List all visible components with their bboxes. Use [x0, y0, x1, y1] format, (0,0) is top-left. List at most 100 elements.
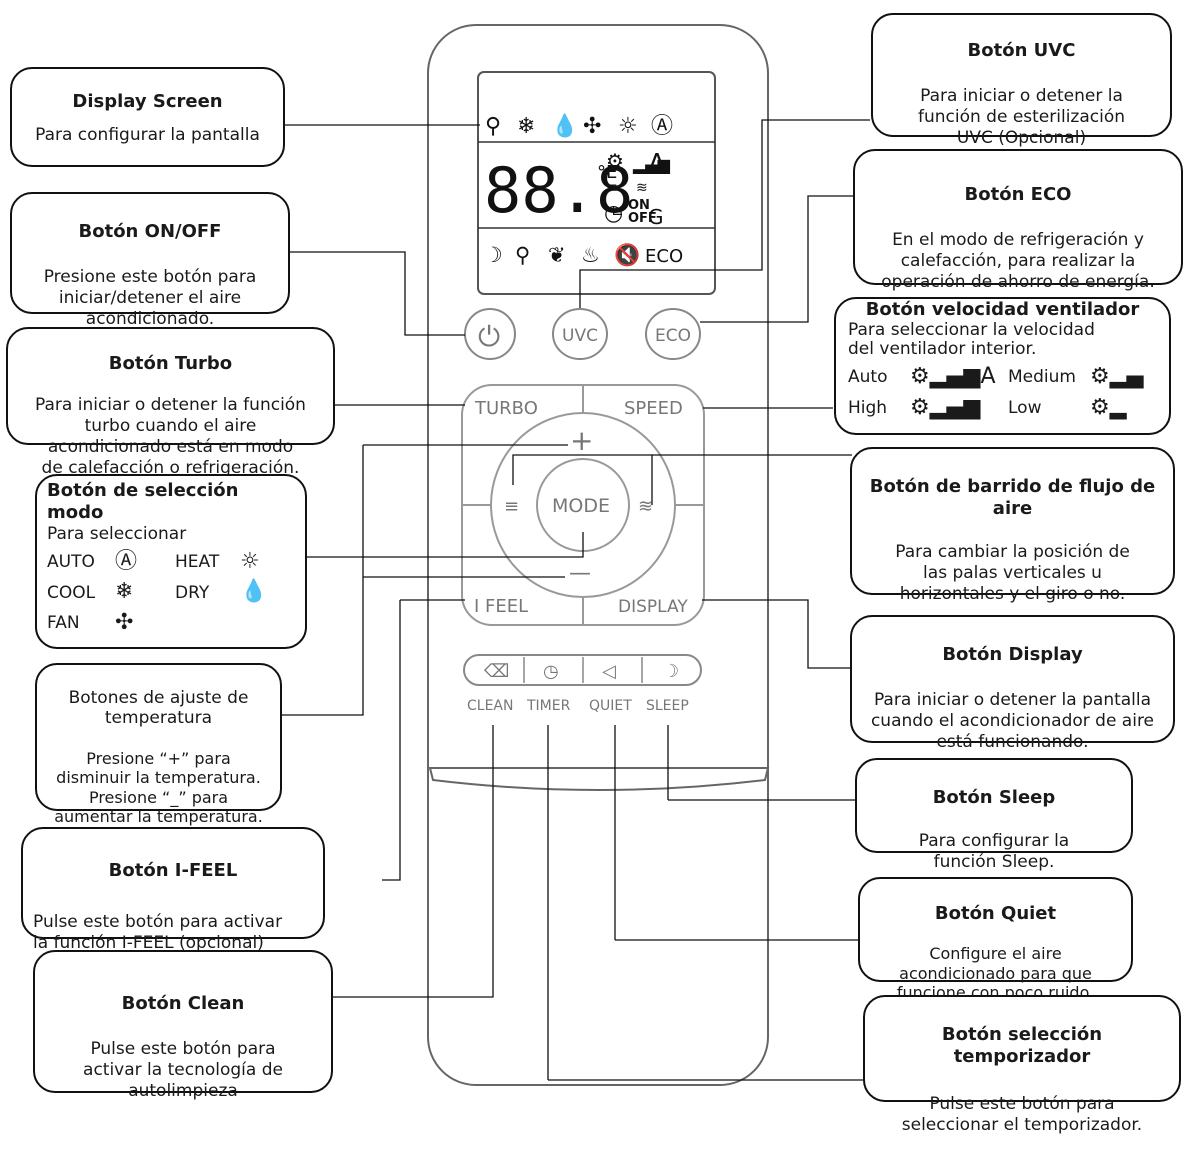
droplet-icon: 💧	[551, 113, 578, 139]
sun-icon: ☼	[618, 114, 638, 139]
droplet-icon: 💧	[240, 579, 268, 605]
sleep-label: SLEEP	[646, 698, 689, 714]
uvc-callout: Botón UVC Para iniciar o detener la func…	[871, 13, 1172, 148]
sleep-moon-button-icon[interactable]: ☽	[663, 661, 679, 682]
callout-lines	[282, 119, 870, 1081]
sleep-title: Botón Sleep	[932, 786, 1056, 808]
eco-title: Botón ECO	[964, 183, 1072, 205]
lcd-bars-icon: ▂▄▆	[632, 155, 671, 174]
temp-plus-button[interactable]: +	[570, 424, 593, 457]
quiet-mute-icon[interactable]: ◁	[602, 661, 616, 682]
display-screen-callout: Display Screen Para configurar la pantal…	[10, 67, 285, 167]
quiet-callout: Botón Quiet Configure el aire acondicion…	[858, 877, 1133, 1002]
horizontal-swing-icon[interactable]: ≋	[638, 496, 653, 517]
on-off-callout: Botón ON/OFF Presione este botón para in…	[10, 192, 290, 329]
cover-edge	[428, 767, 770, 791]
mode-callout: Botón de selección modo Para seleccionar…	[35, 474, 307, 649]
ifeel-button[interactable]: I FEEL	[474, 596, 528, 617]
lcd-eco: ECO	[645, 246, 683, 267]
timer-title: Botón selección temporizador	[941, 1023, 1103, 1067]
uvc-title: Botón UVC	[967, 39, 1076, 61]
ifeel-desc: Pulse este botón para activar la función…	[33, 912, 283, 954]
uvc-desc: Para iniciar o detener la función de est…	[917, 86, 1126, 148]
eco-button[interactable]	[645, 308, 701, 360]
ifeel-title: Botón I-FEEL	[108, 859, 238, 881]
display-screen-title: Display Screen	[72, 91, 223, 112]
clean-title: Botón Clean	[121, 992, 245, 1014]
turbo-button[interactable]: TURBO	[474, 398, 538, 419]
lcd-screen	[477, 71, 716, 295]
power-button[interactable]	[464, 308, 516, 360]
fan-icon: ✣	[583, 114, 601, 139]
display-button-callout: Botón Display Para iniciar o detener la …	[850, 615, 1175, 752]
uvc-button-label: UVC	[562, 326, 598, 346]
mode-item-fan-label: FAN	[47, 613, 80, 634]
lcd-fan-a: A	[648, 149, 666, 179]
mode-desc: Para seleccionar	[47, 523, 187, 544]
temp-title: Botones de ajuste de temperatura	[68, 687, 249, 729]
mode-item-auto-label: AUTO	[47, 551, 95, 572]
speed-item-medium-label: Medium	[1008, 367, 1076, 388]
temp-minus-button[interactable]: —	[569, 561, 591, 586]
turbo-desc: Para iniciar o detener la función turbo …	[35, 395, 306, 478]
speed-title: Botón velocidad ventilador	[865, 299, 1140, 320]
mode-button-label: MODE	[552, 495, 610, 517]
clean-broom-icon[interactable]: ⌫	[484, 661, 509, 682]
speed-callout: Botón velocidad ventilador Para seleccio…	[834, 297, 1171, 435]
display-button[interactable]: DISPLAY	[618, 597, 688, 617]
snowflake-icon: ❄	[517, 114, 535, 139]
speed-button[interactable]: SPEED	[624, 398, 683, 419]
timer-callout: Botón selección temporizador Pulse este …	[863, 995, 1181, 1135]
sleep-callout: Botón Sleep Para configurar la función S…	[855, 758, 1133, 872]
power-icon: ⏻	[478, 320, 500, 353]
fan-speed-low-icon: ⚙▂	[1090, 395, 1127, 421]
lcd-digits: 88.8	[484, 154, 633, 227]
fan-speed-medium-icon: ⚙▂▄	[1090, 364, 1144, 390]
fan-speed-high-icon: ⚙▂▄▆	[910, 395, 981, 421]
mode-title: Botón de selección modo	[47, 480, 239, 523]
vertical-swing-icon[interactable]: ≡	[504, 496, 519, 517]
lcd-swing-icon: ≋	[636, 180, 648, 196]
fan-icon: ✣	[115, 610, 134, 636]
remote-control: ⚲ ❄ 💧 ✣ ☼ Ⓐ 88.8 °E ⚙ ▂▄▆ A ≡ ≋ ◷ ON OFF…	[427, 24, 770, 1086]
lcd-off: OFF	[628, 211, 657, 226]
on-off-title: Botón ON/OFF	[78, 220, 222, 242]
eco-callout: Botón ECO En el modo de refrigeración y …	[853, 149, 1183, 292]
timer-clock-icon[interactable]: ◷	[543, 661, 559, 682]
auto-A-icon: Ⓐ	[651, 114, 673, 139]
lcd-unit: °E	[597, 162, 617, 183]
temp-desc: Presione “+” para disminuir la temperatu…	[54, 748, 263, 827]
lcd-clock-icon: ◷	[604, 201, 623, 226]
swing-title: Botón de barrido de flujo de aire	[869, 475, 1156, 519]
quiet-desc: Configure el aire acondicionado para que…	[896, 943, 1095, 1003]
mode-item-dry-label: DRY	[175, 582, 210, 603]
on-off-desc: Presione este botón para iniciar/detener…	[43, 267, 257, 329]
mode-item-heat-label: HEAT	[175, 551, 220, 572]
sleep-desc: Para configurar la función Sleep.	[918, 831, 1070, 873]
display-screen-desc: Para configurar la pantalla	[35, 124, 260, 145]
quiet-label: QUIET	[589, 698, 632, 714]
turbo-callout: Botón Turbo Para iniciar o detener la fu…	[6, 327, 335, 478]
quiet-title: Botón Quiet	[934, 902, 1057, 924]
lcd-on: ON	[628, 198, 650, 213]
temp-callout: Botones de ajuste de temperatura Presion…	[35, 663, 282, 826]
eco-button-label: ECO	[655, 326, 691, 346]
leaf-icon: ❦	[548, 243, 566, 267]
mute-icon: 🔇	[614, 242, 640, 267]
swing-callout: Botón de barrido de flujo de aire Para c…	[850, 447, 1175, 604]
mode-item-cool-label: COOL	[47, 582, 96, 603]
eco-desc: En el modo de refrigeración y calefacció…	[881, 230, 1155, 292]
speed-item-auto-label: Auto	[848, 367, 888, 388]
uvc-button[interactable]	[552, 308, 608, 360]
clean-desc: Pulse este botón para activar la tecnolo…	[83, 1039, 283, 1101]
display-button-title: Botón Display	[942, 643, 1083, 665]
speed-item-high-label: High	[848, 398, 888, 419]
auto-A-icon: Ⓐ	[115, 548, 138, 574]
lcd-g: G	[648, 205, 664, 229]
lcd-louver-icon: ≡	[606, 180, 618, 196]
speed-item-low-label: Low	[1008, 398, 1042, 419]
ifeel-person-icon: ⚲	[515, 243, 530, 267]
ifeel-callout: Botón I-FEEL Pulse este botón para activ…	[21, 827, 325, 953]
clean-label: CLEAN	[467, 698, 513, 714]
speed-desc: Para seleccionar la velocidad del ventil…	[848, 319, 1095, 359]
